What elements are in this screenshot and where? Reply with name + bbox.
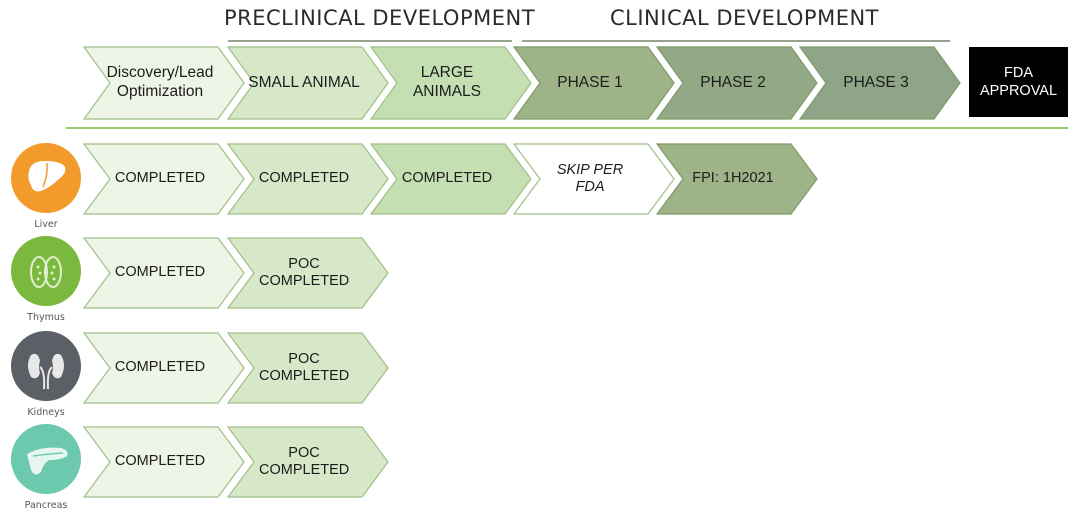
thymus-cell-2: POC COMPLETED <box>226 237 389 309</box>
cell-label: COMPLETED <box>114 453 206 470</box>
stage-label: PHASE 2 <box>700 73 766 91</box>
cell-label: SKIP PER FDA <box>556 161 624 195</box>
liver-cell-5: FPI: 1H2021 <box>655 143 818 215</box>
thymus-cell-1: COMPLETED <box>82 237 245 309</box>
pancreas-icon <box>11 424 81 494</box>
thymus-icon <box>11 236 81 306</box>
organ-liver: Liver <box>10 143 82 230</box>
preclinical-underline <box>228 40 512 42</box>
stage-label: PHASE 1 <box>557 73 623 91</box>
pancreas-cell-2: POC COMPLETED <box>226 426 389 498</box>
stage-label: SMALL ANIMAL <box>248 73 360 91</box>
stage-label: Discovery/Lead Optimization <box>106 64 214 100</box>
header-divider <box>66 127 1068 129</box>
liver-cell-2: COMPLETED <box>226 143 389 215</box>
stage-small-animal: SMALL ANIMAL <box>226 46 389 120</box>
liver-icon <box>11 143 81 213</box>
cell-label: POC COMPLETED <box>259 444 350 478</box>
stage-label: PHASE 3 <box>843 73 909 91</box>
cell-label: COMPLETED <box>114 170 206 187</box>
preclinical-heading: PRECLINICAL DEVELOPMENT <box>224 6 536 30</box>
organ-label: Liver <box>34 219 58 230</box>
stage-large-animals: LARGE ANIMALS <box>369 46 532 120</box>
cell-label: COMPLETED <box>258 170 350 187</box>
organ-pancreas: Pancreas <box>10 424 82 511</box>
cell-label: POC COMPLETED <box>259 350 350 384</box>
liver-cell-1: COMPLETED <box>82 143 245 215</box>
pancreas-cell-1: COMPLETED <box>82 426 245 498</box>
kidneys-cell-1: COMPLETED <box>82 332 245 404</box>
stage-label: LARGE ANIMALS <box>412 64 482 100</box>
cell-label: POC COMPLETED <box>259 255 350 289</box>
clinical-heading: CLINICAL DEVELOPMENT <box>610 6 880 30</box>
cell-label: FPI: 1H2021 <box>692 170 774 187</box>
liver-cell-3: COMPLETED <box>369 143 532 215</box>
stage-discovery: Discovery/Lead Optimization <box>82 46 245 120</box>
stage-fda-approval: FDA APPROVAL <box>969 47 1068 117</box>
stage-phase-1: PHASE 1 <box>512 46 675 120</box>
stage-phase-3: PHASE 3 <box>798 46 961 120</box>
kidneys-icon <box>11 331 81 401</box>
cell-label: COMPLETED <box>114 359 206 376</box>
liver-cell-4: SKIP PER FDA <box>512 143 675 215</box>
cell-label: COMPLETED <box>114 264 206 281</box>
clinical-underline <box>522 40 950 42</box>
organ-label: Kidneys <box>27 407 65 418</box>
cell-label: COMPLETED <box>401 170 493 187</box>
organ-kidneys: Kidneys <box>10 331 82 418</box>
organ-label: Thymus <box>27 312 65 323</box>
kidneys-cell-2: POC COMPLETED <box>226 332 389 404</box>
organ-label: Pancreas <box>24 500 68 511</box>
stage-phase-2: PHASE 2 <box>655 46 818 120</box>
organ-thymus: Thymus <box>10 236 82 323</box>
